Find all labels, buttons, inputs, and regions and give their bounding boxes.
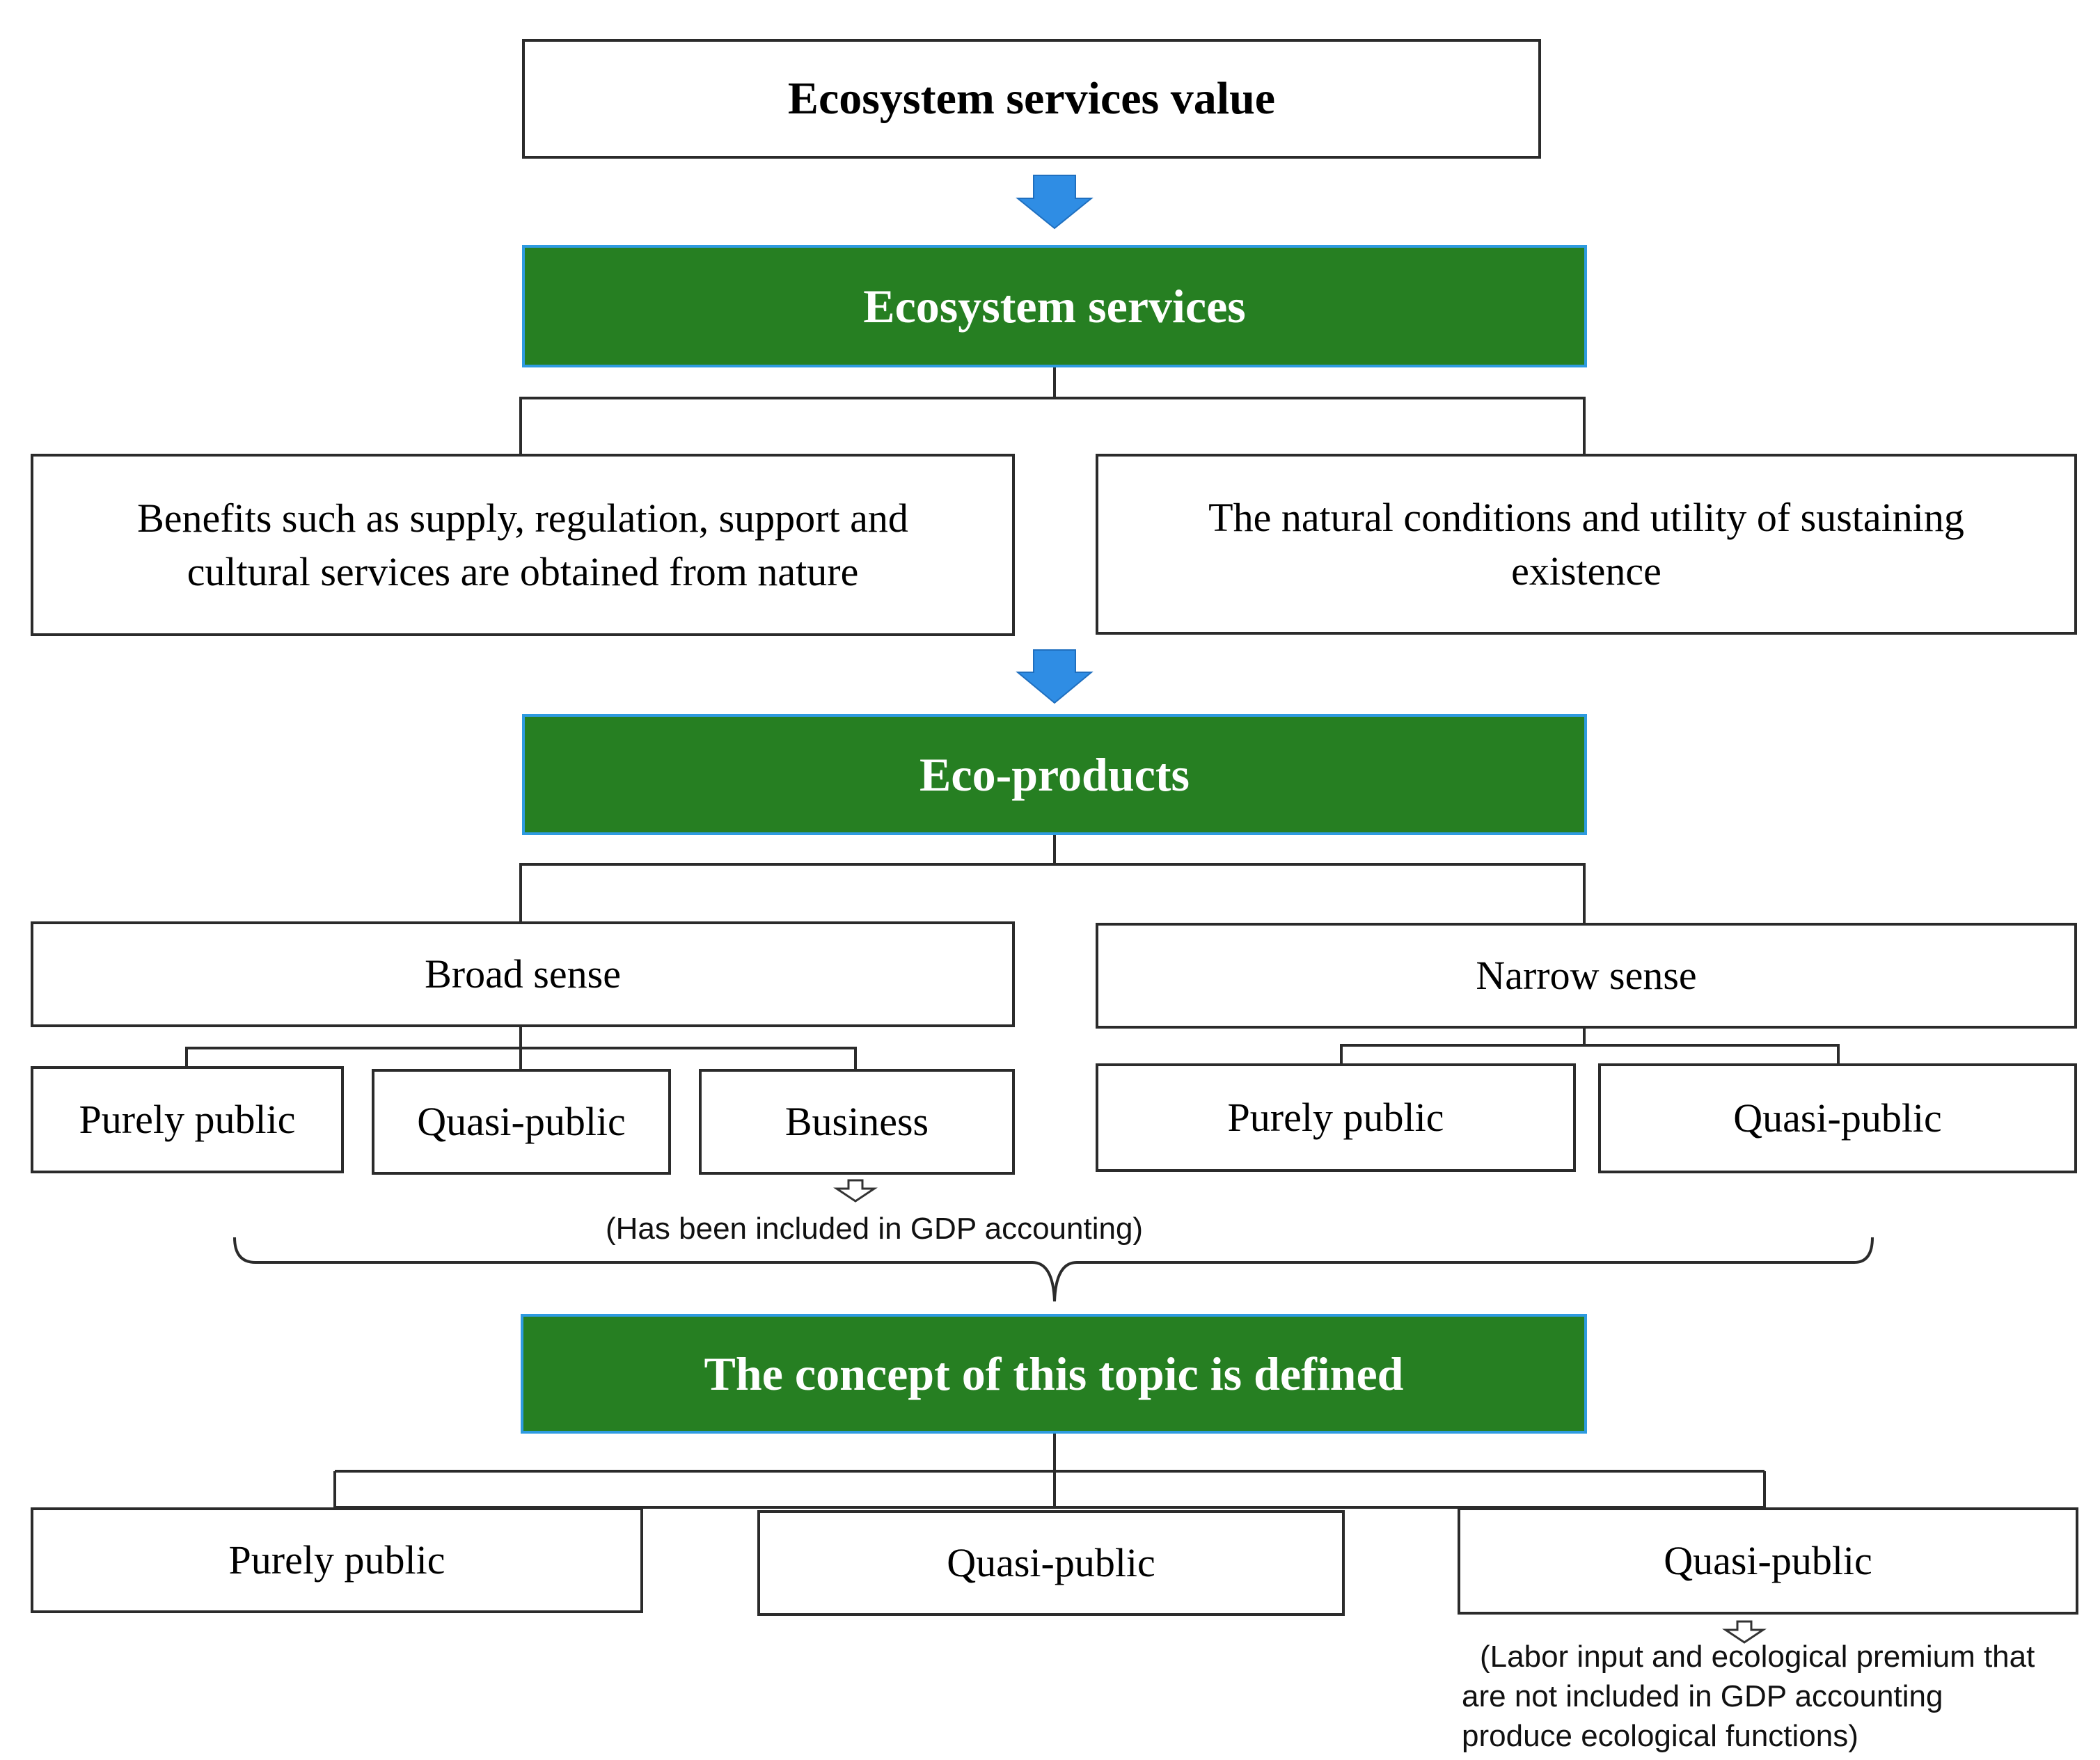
narrow-sense-box: Narrow sense (1096, 923, 2077, 1029)
narrow-quasi-public-label: Quasi-public (1733, 1095, 1942, 1141)
broad-purely-public-label: Purely public (79, 1097, 296, 1143)
connector-narrow-sense (1340, 1027, 1586, 1063)
concept-purely-public-label: Purely public (228, 1537, 445, 1583)
ecosystem-services-box: Ecosystem services (522, 245, 1587, 367)
broad-business-label: Business (784, 1099, 929, 1145)
ecological-premium-note-line: are not included in GDP accounting (1462, 1679, 1943, 1714)
broad-quasi-public-box: Quasi-public (372, 1069, 671, 1175)
concept-quasi-public-label: Quasi-public (947, 1540, 1155, 1586)
natural-conditions-text: The natural conditions and utility of su… (1208, 494, 1964, 594)
down-arrow-icon (1016, 175, 1094, 230)
narrow-purely-public-box: Purely public (1096, 1063, 1576, 1172)
connector-ecosystem-services (519, 367, 1056, 454)
concept-quasi-public-ecological-box: Quasi-public (1458, 1507, 2078, 1615)
ecosystem-services-value-box: Ecosystem services value (522, 39, 1541, 159)
hollow-down-arrow-icon (833, 1179, 878, 1203)
connector-broad-sense (185, 1025, 522, 1066)
ecosystem-services-value-title: Ecosystem services value (787, 73, 1276, 125)
ecosystem-services-label: Ecosystem services (863, 279, 1246, 333)
broad-purely-public-box: Purely public (31, 1066, 344, 1173)
narrow-sense-label: Narrow sense (1476, 953, 1697, 999)
hollow-down-arrow-icon (1722, 1620, 1767, 1644)
benefits-text: Benefits such as supply, regulation, sup… (137, 495, 908, 594)
broad-sense-box: Broad sense (31, 921, 1015, 1027)
broad-sense-label: Broad sense (425, 951, 621, 997)
narrow-quasi-public-box: Quasi-public (1598, 1063, 2077, 1173)
eco-products-label: Eco-products (919, 747, 1190, 801)
down-arrow-icon (1016, 649, 1094, 704)
narrow-purely-public-label: Purely public (1227, 1095, 1444, 1141)
concept-defined-box: The concept of this topic is defined (521, 1314, 1587, 1434)
ecological-premium-note-line: produce ecological functions) (1462, 1719, 1858, 1754)
concept-quasi-public-ecological-label: Quasi-public (1664, 1538, 1872, 1584)
eco-products-box: Eco-products (522, 714, 1587, 835)
concept-defined-label: The concept of this topic is defined (704, 1347, 1404, 1400)
connector-eco-products-right (1055, 863, 1586, 923)
ecological-premium-note-line: (Labor input and ecological premium that (1480, 1640, 2035, 1674)
gdp-included-note: (Has been included in GDP accounting) (606, 1212, 1144, 1246)
broad-business-box: Business (699, 1069, 1015, 1175)
brace (233, 1237, 1874, 1302)
broad-quasi-public-label: Quasi-public (417, 1099, 626, 1145)
connector-ecosystem-services-right (1055, 397, 1586, 454)
benefits-box: Benefits such as supply, regulation, sup… (31, 454, 1015, 636)
connector-eco-products (519, 834, 1056, 921)
concept-purely-public-box: Purely public (31, 1507, 643, 1613)
concept-quasi-public-box: Quasi-public (757, 1510, 1345, 1616)
ecological-premium-note: (Labor input and ecological premium that… (1462, 1637, 2035, 1757)
natural-conditions-box: The natural conditions and utility of su… (1096, 454, 2077, 635)
